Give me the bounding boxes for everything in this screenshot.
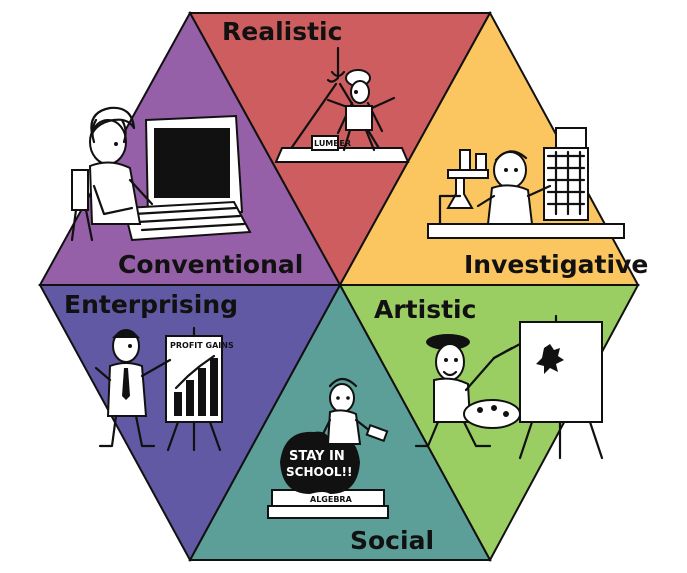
apple-text-line-1: STAY IN [289, 449, 345, 464]
apple-text-line-2: SCHOOL!! [286, 465, 353, 479]
label-conventional: Conventional [118, 250, 303, 279]
label-enterprising: Enterprising [64, 290, 238, 319]
painter-illustration [414, 314, 604, 460]
book-label: ALGEBRA [310, 495, 353, 504]
label-investigative: Investigative [464, 250, 648, 279]
scientist-illustration [427, 127, 625, 239]
profit-chart-title: PROFIT GAINS [170, 341, 234, 350]
construction-worker-illustration: LUMBER [274, 46, 410, 163]
box-label: LUMBER [314, 139, 351, 148]
presenter-illustration: PROFIT GAINS [94, 326, 234, 452]
student-illustration: ALGEBRA STAY IN SCHOOL!! [267, 377, 389, 519]
typist-illustration [70, 106, 252, 242]
label-social: Social [350, 526, 434, 555]
label-realistic: Realistic [222, 17, 342, 46]
label-artistic: Artistic [374, 295, 476, 324]
